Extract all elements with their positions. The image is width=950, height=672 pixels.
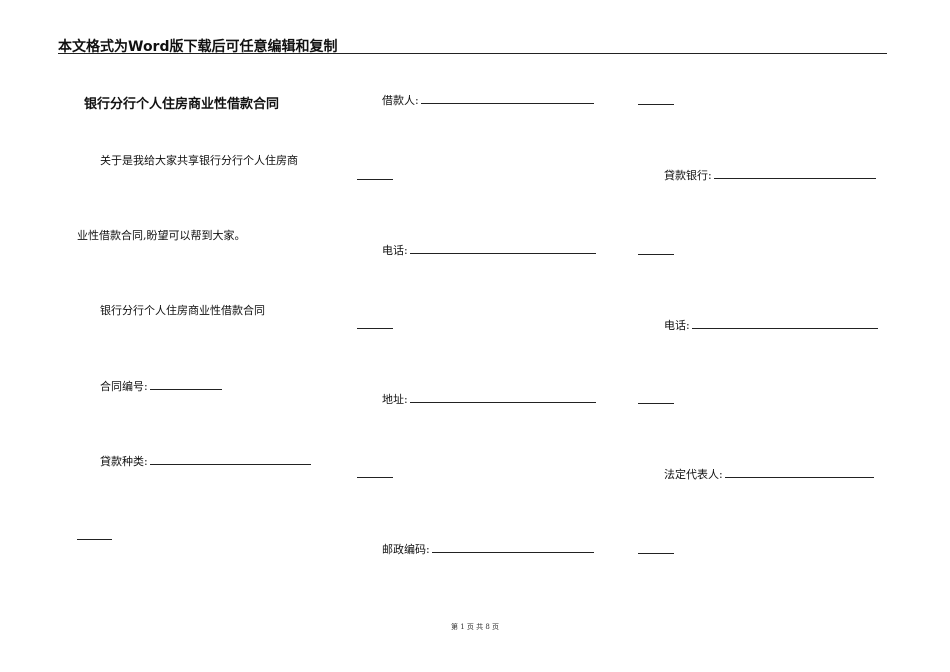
borrower-postcode-field[interactable] bbox=[431, 542, 594, 553]
borrower-postcode-row: 邮政编码: bbox=[382, 542, 594, 557]
borrower-phone-label: 电话: bbox=[382, 244, 408, 257]
borrower-row: 借款人: bbox=[382, 93, 594, 108]
borrower-phone-continuation[interactable] bbox=[357, 328, 393, 329]
borrower-address-field[interactable] bbox=[409, 392, 596, 403]
loan-type-continuation[interactable] bbox=[77, 539, 112, 540]
lender-label: 貸款银行: bbox=[664, 169, 712, 182]
loan-type-row: 貸款种类: bbox=[100, 454, 311, 469]
borrower-continuation[interactable] bbox=[357, 179, 393, 180]
borrower-field[interactable] bbox=[420, 93, 594, 104]
legal-rep-field[interactable] bbox=[724, 467, 874, 478]
legal-rep-row: 法定代表人: bbox=[664, 467, 874, 482]
lender-row: 貸款银行: bbox=[664, 168, 876, 183]
legal-rep-continuation[interactable] bbox=[638, 553, 674, 554]
legal-rep-label: 法定代表人: bbox=[664, 468, 723, 481]
loan-type-field[interactable] bbox=[149, 454, 311, 465]
contract-no-field[interactable] bbox=[149, 379, 222, 390]
header-divider bbox=[58, 53, 887, 54]
lender-phone-continuation[interactable] bbox=[638, 403, 674, 404]
lender-phone-row: 电话: bbox=[664, 318, 878, 333]
lender-continuation[interactable] bbox=[638, 254, 674, 255]
contract-subtitle: 银行分行个人住房商业性借款合同 bbox=[100, 304, 265, 317]
page-number: 第 1 页 共 8 页 bbox=[450, 623, 500, 631]
intro-line-1: 关于是我给大家共享银行分行个人住房商 bbox=[100, 154, 298, 167]
borrower-label: 借款人: bbox=[382, 94, 419, 107]
lender-phone-field[interactable] bbox=[691, 318, 878, 329]
intro-line-2: 业性借款合同,盼望可以帮到大家。 bbox=[77, 229, 246, 242]
contract-no-label: 合同编号: bbox=[100, 380, 148, 393]
loan-type-label: 貸款种类: bbox=[100, 455, 148, 468]
borrower-address-row: 地址: bbox=[382, 392, 596, 407]
lender-phone-label: 电话: bbox=[664, 319, 690, 332]
contract-no-row: 合同编号: bbox=[100, 379, 222, 394]
borrower-address-continuation[interactable] bbox=[357, 477, 393, 478]
col3-continuation-1[interactable] bbox=[638, 104, 674, 105]
borrower-address-label: 地址: bbox=[382, 393, 408, 406]
borrower-postcode-label: 邮政编码: bbox=[382, 543, 430, 556]
document-header: 本文格式为Word版下载后可任意编辑和复制 bbox=[58, 39, 338, 55]
document-title: 银行分行个人住房商业性借款合同 bbox=[84, 97, 280, 112]
borrower-phone-row: 电话: bbox=[382, 243, 596, 258]
lender-field[interactable] bbox=[713, 168, 876, 179]
borrower-phone-field[interactable] bbox=[409, 243, 596, 254]
